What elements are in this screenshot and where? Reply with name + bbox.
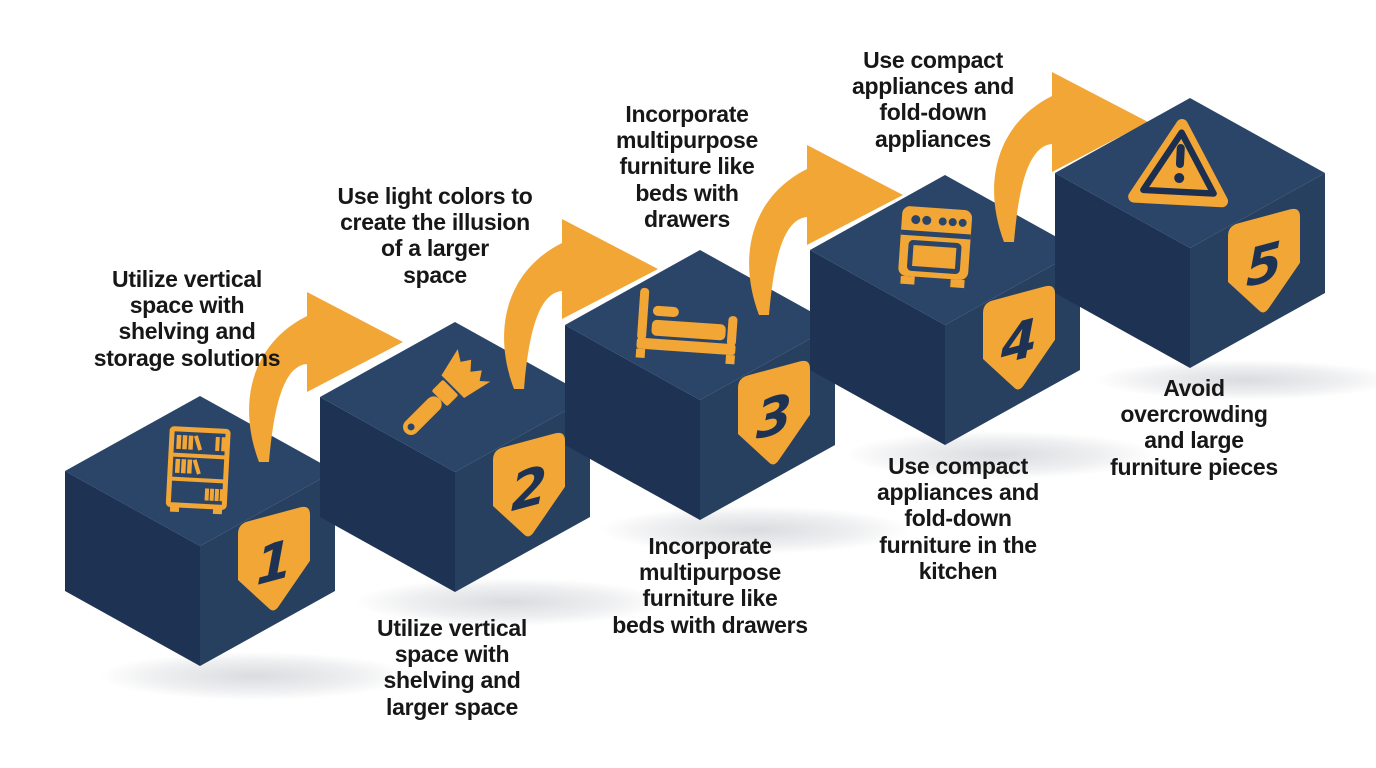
step-number-badge: 4	[983, 285, 1055, 390]
step-2-label-below: Utilize vertical space with shelving and…	[377, 615, 527, 720]
step-number: 5	[1246, 230, 1282, 300]
cube-shadow	[845, 431, 1155, 479]
step-number: 1	[256, 528, 292, 598]
cube-shadow	[600, 506, 910, 554]
step-number: 4	[1000, 307, 1037, 377]
warning-triangle-icon	[1128, 119, 1229, 208]
step-number-badge: 5	[1228, 208, 1300, 313]
bookshelf-icon	[165, 426, 231, 515]
cube-left-face	[320, 397, 455, 592]
curved-arrow-icon	[749, 145, 903, 315]
bed-icon	[635, 287, 738, 365]
paintbrush-icon	[403, 349, 491, 435]
cube-shadow	[355, 578, 665, 626]
curved-arrow-icon	[249, 292, 403, 462]
curved-arrow-icon	[504, 219, 658, 389]
curved-arrow-icon	[994, 72, 1148, 242]
arrow-3-4	[749, 145, 903, 315]
step-4-label-below: Use compact appliances and fold-down fur…	[877, 453, 1039, 584]
arrow-1-2	[249, 292, 403, 462]
cube-shadow	[1095, 360, 1376, 400]
cube-left-face	[565, 325, 700, 520]
step-number-badge: 2	[493, 432, 565, 537]
cube-left-face	[810, 250, 945, 445]
step-2-label-above: Use light colors to create the illusion …	[337, 183, 533, 288]
cube-shadow	[100, 652, 410, 700]
step-cube-4: 4	[810, 175, 1080, 445]
arrow-4-5	[994, 72, 1148, 242]
step-3-label-above: Incorporate multipurpose furniture like …	[615, 101, 759, 232]
step-number-badge: 1	[238, 506, 310, 611]
step-number-badge: 3	[738, 360, 810, 465]
step-5-label-below: Avoid overcrowding and large furniture p…	[1110, 375, 1278, 480]
step-cube-1: 1	[65, 396, 335, 666]
step-number: 2	[511, 454, 547, 524]
cube-left-face	[1055, 173, 1190, 368]
cube-left-face	[65, 471, 200, 666]
arrow-2-3	[504, 219, 658, 389]
step-1-label-above: Utilize vertical space with shelving and…	[93, 266, 281, 371]
step-cube-5: 5	[1055, 98, 1325, 368]
step-3-label-below: Incorporate multipurpose furniture like …	[612, 533, 808, 638]
step-number: 3	[756, 382, 792, 452]
step-4-label-above: Use compact appliances and fold-down app…	[852, 47, 1014, 152]
stove-icon	[898, 206, 973, 289]
